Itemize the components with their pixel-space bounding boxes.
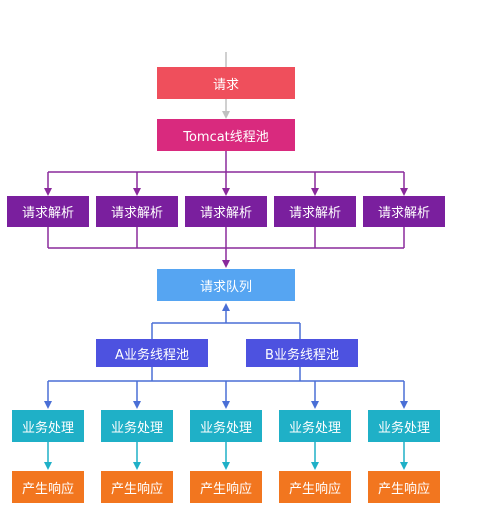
tomcat-pool-node: Tomcat线程池 (157, 119, 295, 151)
pool-a-node: A业务线程池 (96, 339, 208, 367)
business-node: 业务处理 (12, 410, 84, 442)
parse-node: 请求解析 (274, 196, 356, 227)
pool-b-node: B业务线程池 (246, 339, 358, 367)
parse-node: 请求解析 (363, 196, 445, 227)
request-queue-node: 请求队列 (157, 269, 295, 301)
parse-node: 请求解析 (185, 196, 267, 227)
business-node: 业务处理 (101, 410, 173, 442)
parse-node: 请求解析 (7, 196, 89, 227)
response-node: 产生响应 (12, 471, 84, 503)
response-node: 产生响应 (101, 471, 173, 503)
business-node: 业务处理 (190, 410, 262, 442)
response-node: 产生响应 (368, 471, 440, 503)
response-node: 产生响应 (190, 471, 262, 503)
response-node: 产生响应 (279, 471, 351, 503)
business-node: 业务处理 (368, 410, 440, 442)
request-node: 请求 (157, 67, 295, 99)
business-node: 业务处理 (279, 410, 351, 442)
parse-node: 请求解析 (96, 196, 178, 227)
